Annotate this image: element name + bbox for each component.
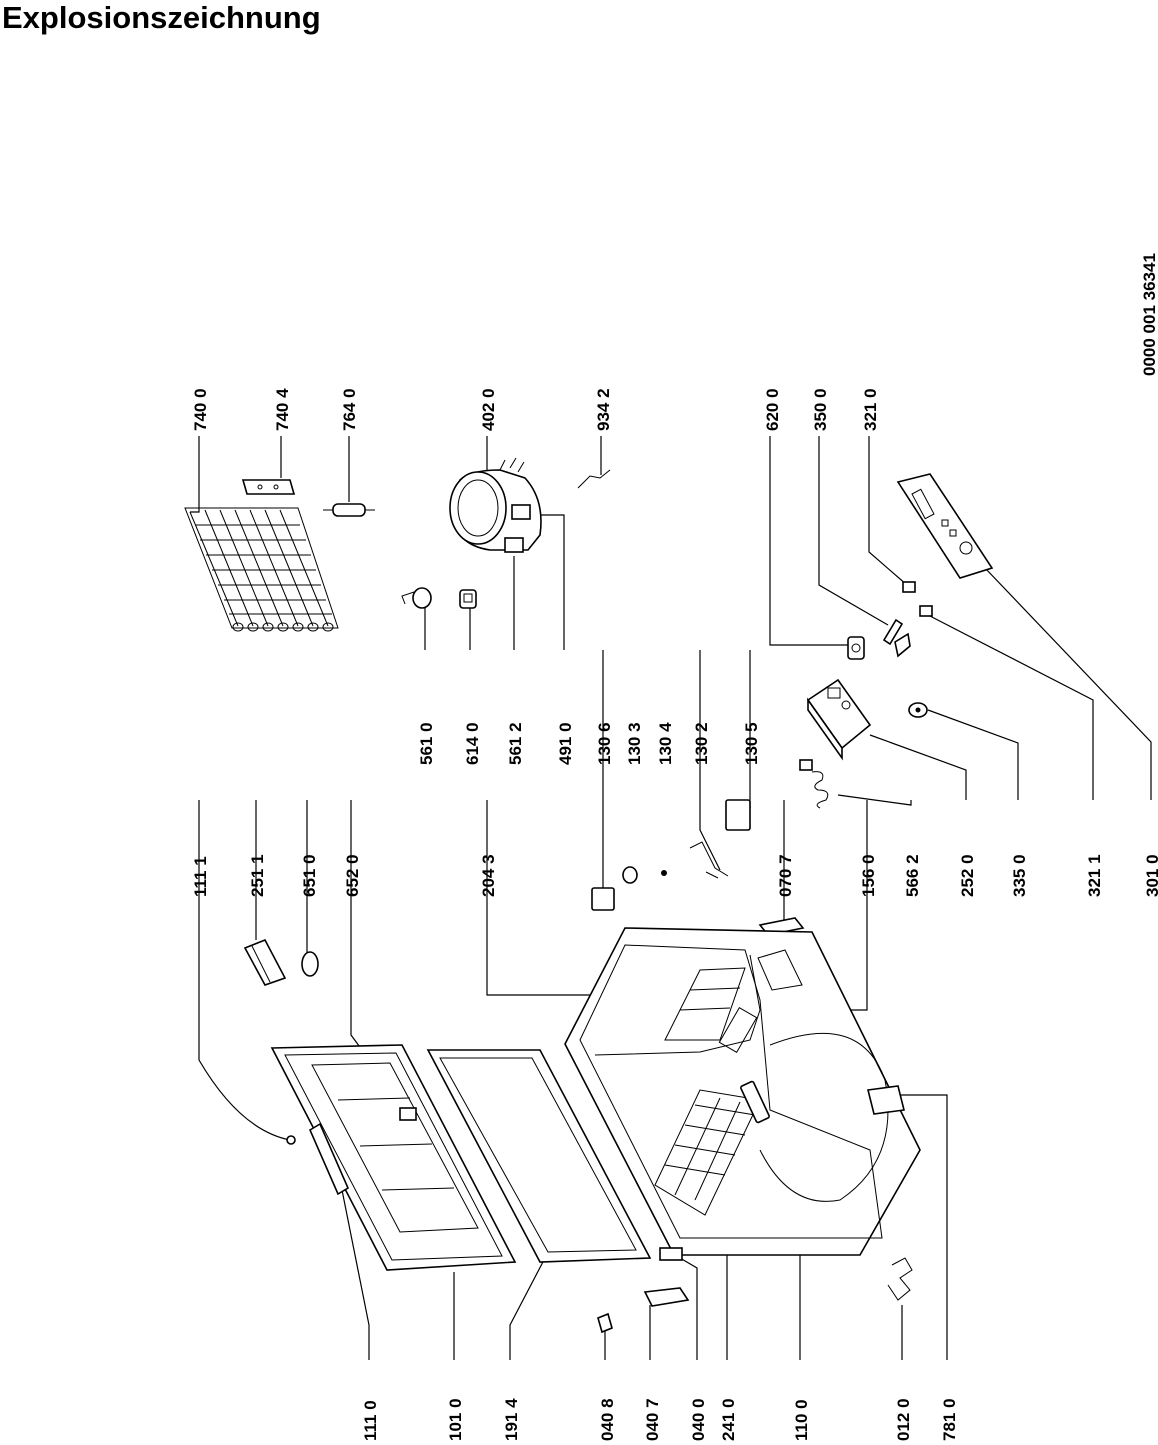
label-130-2: 130 2: [692, 722, 711, 765]
label-111-1: 111 1: [191, 856, 210, 897]
label-491-0: 491 0: [556, 722, 575, 765]
label-101-0: 101 0: [446, 1398, 465, 1441]
label-652-0: 652 0: [343, 854, 362, 897]
label-301-0: 301 0: [1143, 854, 1158, 897]
freezer-lid: [270, 1044, 517, 1271]
wire-clip: [577, 469, 611, 489]
label-251-1: 251 1: [248, 854, 267, 897]
freezer-cabinet: [564, 927, 921, 1261]
label-111-0: 111 0: [361, 1400, 380, 1441]
label-561-0: 561 0: [417, 722, 436, 765]
coil-bracket: [241, 479, 296, 495]
label-156-0: 156 0: [859, 854, 878, 897]
lamp-switch: [882, 618, 911, 658]
start-relay: [401, 587, 432, 609]
label-241-0: 241 0: [719, 1398, 738, 1441]
light-bulb: [301, 951, 319, 977]
lid-gasket: [426, 1049, 652, 1263]
label-764-0: 764 0: [340, 388, 359, 431]
label-566-2: 566 2: [903, 854, 922, 897]
label-110-0: 110 0: [792, 1399, 811, 1441]
label-012-0: 012 0: [894, 1398, 913, 1441]
label-740-4: 740 4: [273, 388, 292, 431]
overload-protector: [459, 589, 477, 609]
filter-drier: [323, 503, 375, 517]
thermostat: [847, 636, 865, 660]
label-402-0: 402 0: [479, 388, 498, 431]
label-740-0: 740 0: [191, 388, 210, 431]
label-781-0: 781 0: [940, 1398, 959, 1441]
label-204-3: 204 3: [479, 854, 498, 897]
page-title: Explosionszeichnung: [2, 0, 321, 35]
small-parts-130: [591, 799, 751, 911]
control-panel: [896, 473, 994, 579]
label-934-2: 934 2: [594, 388, 613, 431]
label-130-6: 130 6: [595, 722, 614, 765]
label-191-4: 191 4: [502, 1398, 521, 1441]
label-321-1: 321 1: [1085, 854, 1104, 897]
label-130-3: 130 3: [625, 722, 644, 765]
label-130-4: 130 4: [656, 722, 675, 765]
compressor: [449, 457, 542, 553]
label-040-7: 040 7: [643, 1398, 662, 1441]
hinge-parts: [597, 1287, 690, 1334]
label-070-7: 070 7: [776, 854, 795, 897]
control-box: [806, 678, 872, 761]
condenser-coil: [184, 507, 339, 632]
lid-screw: [286, 1135, 296, 1145]
label-040-0: 040 0: [689, 1398, 708, 1441]
indicator-lamp-2: [919, 605, 933, 617]
lid-handle: [308, 1122, 350, 1196]
ventilation-grille-top: [243, 938, 287, 986]
thermostat-knob: [908, 702, 928, 718]
mounting-bracket: [887, 1257, 913, 1301]
label-040-8: 040 8: [598, 1398, 617, 1441]
indicator-lamp: [902, 581, 916, 593]
label-620-0: 620 0: [763, 388, 782, 431]
label-321-0: 321 0: [861, 388, 880, 431]
label-252-0: 252 0: [958, 854, 977, 897]
label-651-0: 651 0: [300, 854, 319, 897]
label-350-0: 350 0: [811, 388, 830, 431]
document-number: 0000 001 36341: [1140, 253, 1158, 376]
label-561-2: 561 2: [506, 722, 525, 765]
temperature-sensor: [799, 759, 829, 809]
label-335-0: 335 0: [1010, 854, 1029, 897]
label-130-5: 130 5: [742, 722, 761, 765]
label-614-0: 614 0: [463, 722, 482, 765]
